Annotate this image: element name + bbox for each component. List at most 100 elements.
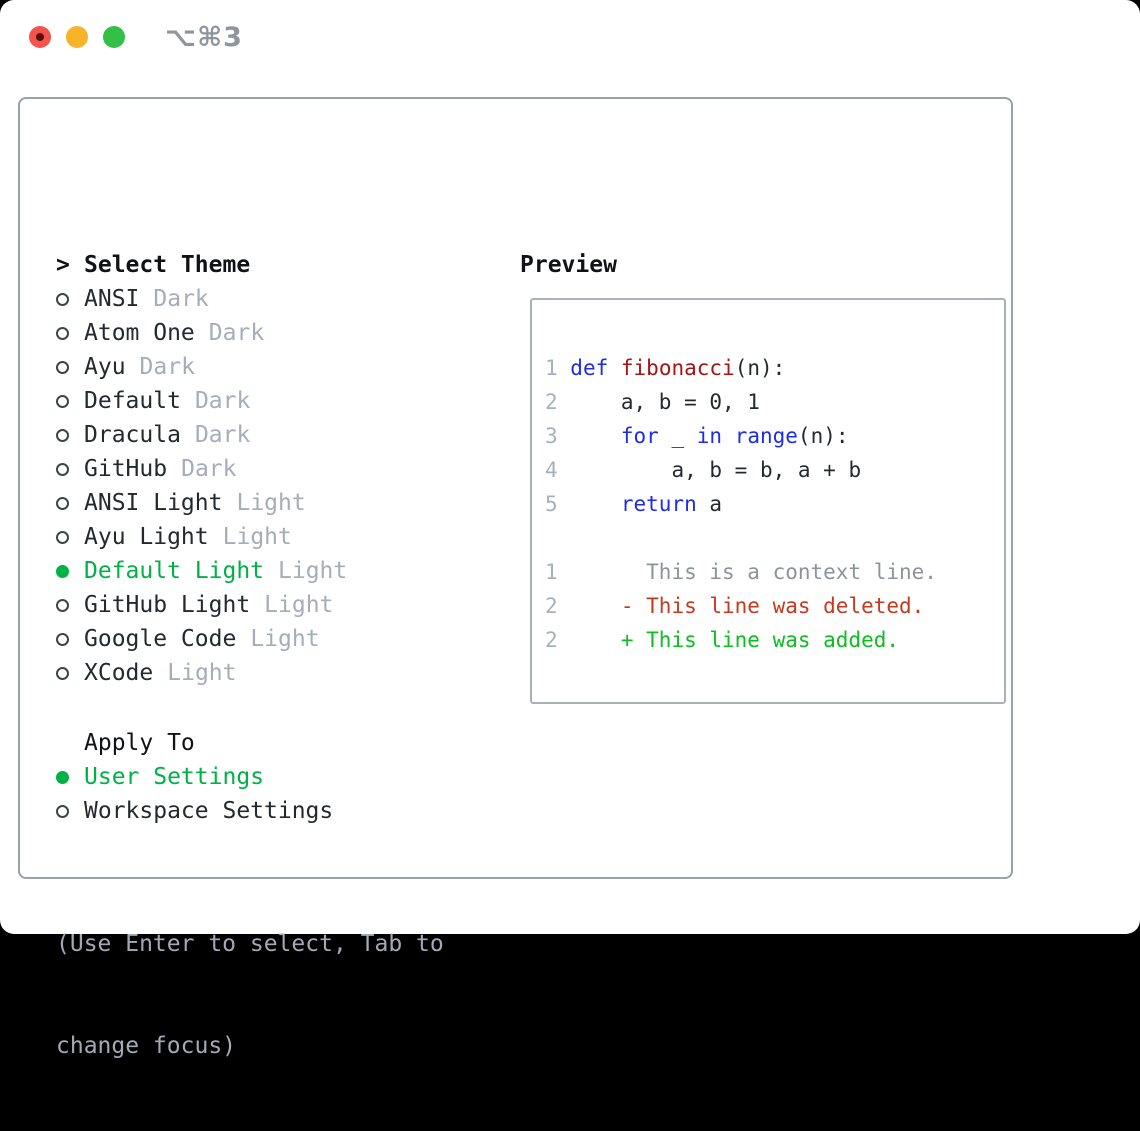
code-line: 1 def fibonacci(n): (545, 351, 937, 385)
token-kw: range (735, 424, 798, 448)
code-line: 2 a, b = 0, 1 (545, 385, 937, 419)
radio-icon (56, 452, 84, 486)
theme-variant-badge: Light (236, 486, 305, 520)
token-ctx: This is a context line. (570, 560, 937, 584)
code-line: 4 a, b = b, a + b (545, 453, 937, 487)
apply-to-label: Apply To (84, 726, 195, 760)
code-blank-line (545, 521, 937, 555)
radio-icon (56, 588, 84, 622)
token-pl (722, 424, 735, 448)
window-title: ⌥⌘3 (165, 22, 243, 53)
theme-option-github-light-light[interactable]: GitHub Light Light (56, 588, 347, 622)
code-line: 5 return a (545, 487, 937, 521)
theme-variant-badge: Dark (195, 418, 250, 452)
radio-icon (56, 622, 84, 656)
theme-name: ANSI (84, 282, 139, 316)
theme-name: Ayu (84, 350, 126, 384)
radio-circle (56, 633, 69, 646)
close-button[interactable] (29, 26, 51, 48)
radio-icon (56, 350, 84, 384)
select-theme-header: >Select Theme (56, 248, 347, 282)
token-kw: for (621, 424, 659, 448)
apply-option-user-settings[interactable]: User Settings (56, 760, 347, 794)
token-add: + This line was added. (570, 628, 899, 652)
theme-variant-badge: Light (250, 622, 319, 656)
maximize-button[interactable] (103, 26, 125, 48)
theme-name: Default Light (84, 554, 264, 588)
token-num: 1 (545, 560, 570, 584)
token-num: 2 (545, 628, 570, 652)
token-num: 3 (545, 424, 570, 448)
radio-circle (56, 327, 69, 340)
radio-icon (56, 656, 84, 690)
radio-icon (56, 384, 84, 418)
radio-circle (56, 361, 69, 374)
radio-icon (56, 486, 84, 520)
theme-variant-badge: Light (167, 656, 236, 690)
radio-icon (56, 316, 84, 350)
theme-option-ansi-light-light[interactable]: ANSI Light Light (56, 486, 347, 520)
hint-line-2: change focus) (56, 1029, 444, 1063)
theme-name: ANSI Light (84, 486, 222, 520)
theme-variant-badge: Light (264, 588, 333, 622)
radio-circle (56, 599, 69, 612)
theme-name: Google Code (84, 622, 236, 656)
token-pl: a (697, 492, 722, 516)
theme-name: GitHub Light (84, 588, 250, 622)
theme-variant-badge: Dark (209, 316, 264, 350)
token-num: 4 (545, 458, 570, 482)
radio-circle (56, 667, 69, 680)
token-num: 2 (545, 390, 570, 414)
radio-circle (56, 293, 69, 306)
theme-option-dracula-dark[interactable]: Dracula Dark (56, 418, 347, 452)
radio-circle (56, 395, 69, 408)
radio-icon (56, 282, 84, 316)
theme-name: Default (84, 384, 181, 418)
token-pl (608, 356, 621, 380)
theme-option-atom-one-dark[interactable]: Atom One Dark (56, 316, 347, 350)
code-line: 2 - This line was deleted. (545, 589, 937, 623)
theme-name: Dracula (84, 418, 181, 452)
theme-name: Atom One (84, 316, 195, 350)
theme-option-google-code-light[interactable]: Google Code Light (56, 622, 347, 656)
token-num: 1 (545, 356, 570, 380)
token-pl (570, 492, 621, 516)
select-theme-label: Select Theme (84, 248, 250, 282)
radio-circle (56, 497, 69, 510)
token-num: 5 (545, 492, 570, 516)
preview-heading: Preview (520, 248, 617, 282)
theme-name: XCode (84, 656, 153, 690)
focus-caret-icon: > (56, 248, 84, 282)
token-pl: (n): (798, 424, 849, 448)
minimize-button[interactable] (66, 26, 88, 48)
radio-circle (56, 531, 69, 544)
token-kw: in (697, 424, 722, 448)
theme-variant-badge: Light (223, 520, 292, 554)
token-num: 2 (545, 594, 570, 618)
radio-icon (56, 418, 84, 452)
theme-option-ayu-light-light[interactable]: Ayu Light Light (56, 520, 347, 554)
code-line: 2 + This line was added. (545, 623, 937, 657)
radio-selected-icon (56, 554, 84, 588)
token-pl: a, b = b, a + b (570, 458, 861, 482)
token-pl (570, 424, 621, 448)
theme-name: Ayu Light (84, 520, 209, 554)
radio-circle (56, 463, 69, 476)
code-line: 1 This is a context line. (545, 555, 937, 589)
apply-option-workspace-settings[interactable]: Workspace Settings (56, 794, 347, 828)
theme-option-xcode-light[interactable]: XCode Light (56, 656, 347, 690)
theme-name: GitHub (84, 452, 167, 486)
hint-text: (Use Enter to select, Tab to change focu… (56, 859, 444, 1131)
token-pl: _ (659, 424, 697, 448)
